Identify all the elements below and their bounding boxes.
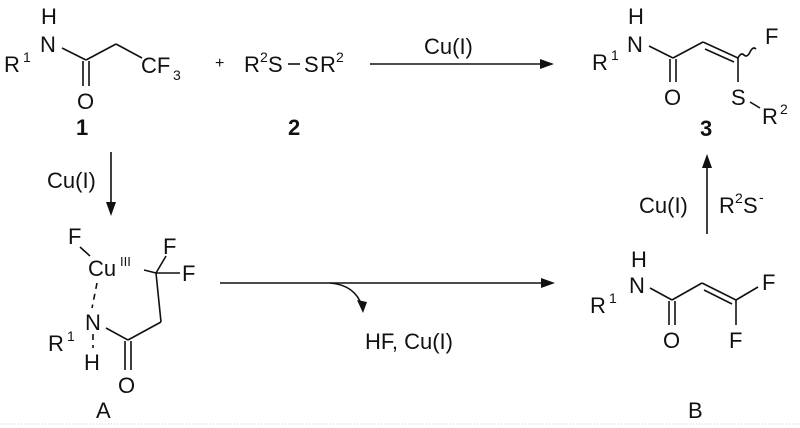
atom-f1: F bbox=[68, 224, 81, 249]
plus-sign: + bbox=[215, 55, 224, 72]
reagent-right-charge: - bbox=[759, 189, 764, 205]
atom-o: O bbox=[77, 89, 94, 114]
right-reaction-arrow: Cu(I) R 2 S - bbox=[639, 154, 764, 234]
s-right: S bbox=[304, 52, 319, 77]
compound-number-1: 1 bbox=[76, 115, 88, 140]
bond bbox=[105, 327, 129, 341]
byproduct-curved-arrow bbox=[329, 282, 363, 307]
compound-3: H N R 1 O F S R 2 3 bbox=[592, 4, 788, 141]
bond bbox=[702, 41, 739, 59]
atom-f: F bbox=[765, 24, 778, 49]
intermediate-b: H N R 1 O F F B bbox=[590, 247, 775, 423]
atom-f2: F bbox=[729, 328, 742, 353]
bond bbox=[85, 43, 117, 61]
compound-1: H N R 1 O CF 3 1 bbox=[4, 4, 181, 140]
top-reaction-arrow: Cu(I) bbox=[370, 34, 554, 69]
byproduct-label: HF, Cu(I) bbox=[365, 329, 453, 354]
sup-left: 2 bbox=[260, 49, 268, 65]
label-b: B bbox=[688, 398, 703, 423]
bond bbox=[701, 282, 737, 301]
wavy-bond bbox=[737, 47, 757, 59]
bond bbox=[115, 43, 143, 59]
compound-2: R 2 S S R 2 2 bbox=[244, 49, 344, 140]
atom-cu-sup: III bbox=[120, 254, 131, 269]
sup-right: 2 bbox=[336, 49, 344, 65]
label-a: A bbox=[96, 398, 111, 423]
bond bbox=[735, 286, 759, 301]
bond bbox=[703, 289, 733, 305]
s-left: S bbox=[268, 52, 283, 77]
bottom-reaction-arrow: HF, Cu(I) bbox=[220, 278, 555, 354]
atom-o: O bbox=[663, 328, 680, 353]
atom-n: N bbox=[85, 310, 101, 335]
atom-r-sup: 1 bbox=[611, 47, 619, 63]
bond bbox=[61, 47, 87, 61]
bond bbox=[671, 282, 703, 301]
atom-r2: R bbox=[762, 104, 778, 129]
arrow-head-icon bbox=[106, 202, 116, 216]
bond bbox=[672, 41, 704, 59]
bond bbox=[704, 48, 735, 63]
atom-r-sup: 1 bbox=[609, 290, 617, 306]
atom-r: R bbox=[4, 52, 20, 77]
atom-r: R bbox=[590, 293, 606, 318]
compound-number-3: 3 bbox=[700, 116, 712, 141]
atom-f2: F bbox=[163, 234, 176, 259]
atom-o: O bbox=[664, 85, 681, 110]
atom-r: R bbox=[592, 50, 608, 75]
group-cf: CF bbox=[141, 53, 170, 78]
bond bbox=[127, 321, 162, 341]
arrow-head-icon bbox=[541, 278, 555, 288]
r-left: R bbox=[244, 52, 260, 77]
reagent-right-sup: 2 bbox=[735, 190, 743, 206]
reagent-label: Cu(I) bbox=[424, 34, 473, 59]
atom-n: N bbox=[629, 273, 645, 298]
bond bbox=[155, 255, 167, 274]
arrow-head-icon bbox=[702, 154, 712, 168]
atom-s: S bbox=[731, 85, 746, 110]
coordination-bond bbox=[91, 282, 98, 309]
atom-r-sup: 1 bbox=[67, 328, 75, 344]
reagent-right-r: R bbox=[719, 193, 735, 218]
atom-h: H bbox=[84, 350, 100, 375]
bond bbox=[749, 101, 761, 109]
compound-number-2: 2 bbox=[288, 115, 300, 140]
curved-arrow-head-icon bbox=[357, 300, 367, 313]
reagent-label: Cu(I) bbox=[47, 168, 96, 193]
reagent-left-label: Cu(I) bbox=[639, 193, 688, 218]
atom-h: H bbox=[41, 4, 57, 29]
atom-cu: Cu bbox=[88, 256, 116, 281]
atom-n: N bbox=[40, 32, 56, 57]
atom-n: N bbox=[627, 32, 643, 57]
atom-f3: F bbox=[182, 261, 195, 286]
group-cf-sub: 3 bbox=[173, 67, 181, 83]
atom-r: R bbox=[48, 331, 64, 356]
atom-o: O bbox=[118, 373, 135, 398]
intermediate-a: F Cu III F F O N R 1 H A bbox=[48, 224, 195, 423]
bond bbox=[79, 246, 91, 257]
atom-h: H bbox=[628, 4, 644, 29]
bond bbox=[143, 269, 157, 274]
bond bbox=[648, 45, 674, 59]
r-right: R bbox=[320, 52, 336, 77]
atom-r-sup: 1 bbox=[23, 49, 31, 65]
left-reaction-arrow: Cu(I) bbox=[47, 152, 116, 216]
atom-f1: F bbox=[762, 270, 775, 295]
atom-h: H bbox=[631, 247, 647, 272]
arrow-head-icon bbox=[540, 59, 554, 69]
bond bbox=[155, 272, 162, 323]
bond bbox=[649, 287, 673, 301]
atom-r2-sup: 2 bbox=[780, 101, 788, 117]
reagent-right-s: S bbox=[743, 193, 758, 218]
